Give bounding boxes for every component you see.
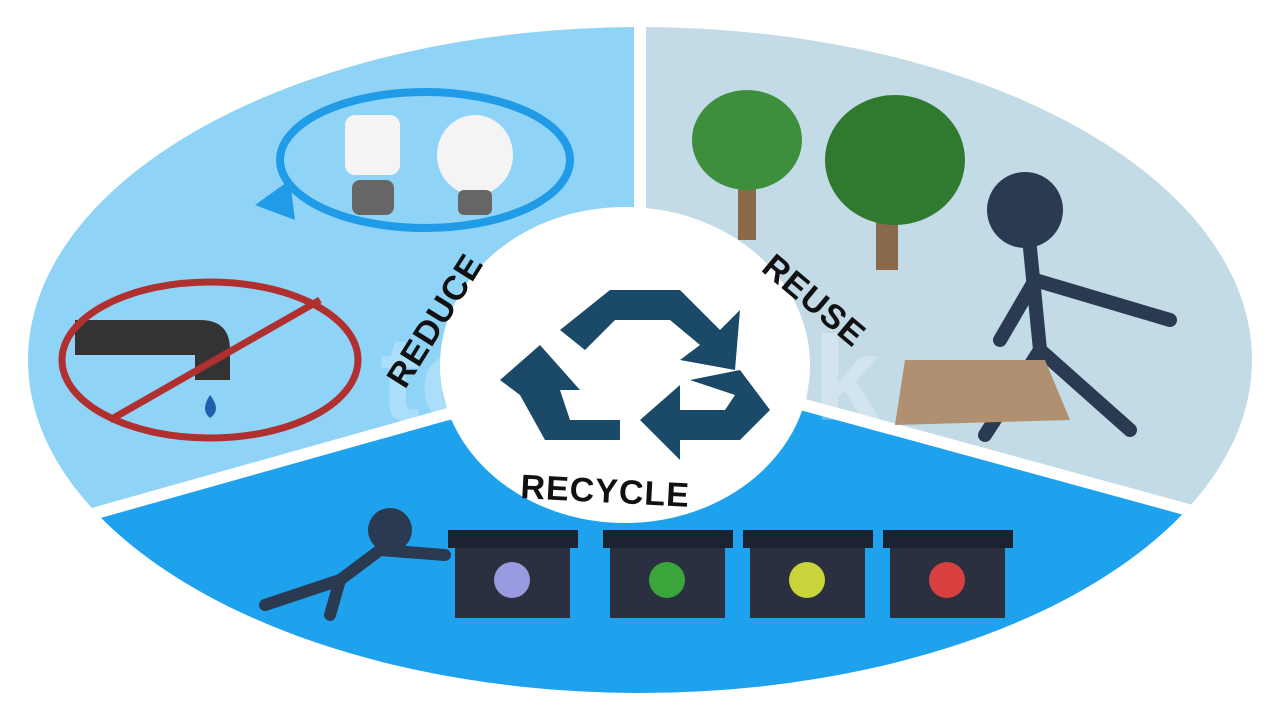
bin-icon — [743, 530, 873, 618]
center-circle — [440, 207, 810, 523]
bin-icon — [448, 530, 578, 618]
bin-icon — [603, 530, 733, 618]
pushing-person-icon — [259, 508, 451, 621]
recycle-label: RECYCLE — [520, 468, 691, 515]
no-tap-icon — [58, 278, 362, 442]
recycle-arrows-icon — [500, 290, 770, 460]
recycle-bins — [448, 530, 1013, 618]
bulbs-icon — [255, 88, 574, 232]
bin-icon — [883, 530, 1013, 618]
shopping-bag-icon — [895, 360, 1070, 425]
trees-icon — [692, 90, 965, 270]
